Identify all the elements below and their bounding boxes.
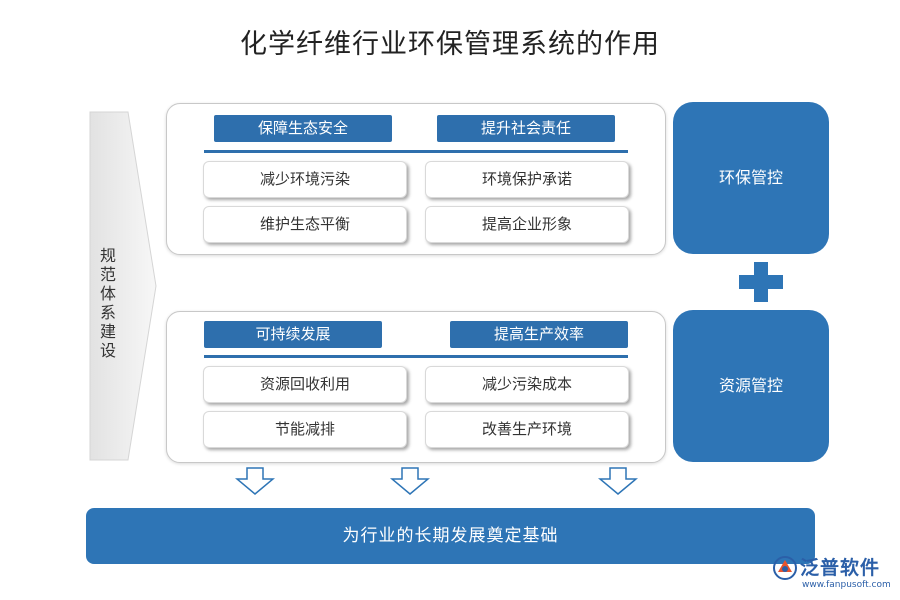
logo-mark-icon — [773, 556, 797, 580]
item-production-environment: 改善生产环境 — [425, 411, 629, 448]
item-corporate-image: 提高企业形象 — [425, 206, 629, 243]
foundation-bar: 为行业的长期发展奠定基础 — [86, 508, 815, 564]
item-energy-saving: 节能减排 — [203, 411, 407, 448]
logo-name: 泛普软件 — [800, 557, 881, 579]
down-arrow-icon — [598, 467, 638, 495]
item-resource-recycling: 资源回收利用 — [203, 366, 407, 403]
plus-icon — [739, 262, 783, 302]
bottom-panel: 可持续发展 提高生产效率 资源回收利用 减少污染成本 节能减排 改善生产环境 — [166, 311, 666, 463]
down-arrow-icon — [235, 467, 275, 495]
item-environment-commitment: 环境保护承诺 — [425, 161, 629, 198]
header-sustainable-development: 可持续发展 — [204, 321, 382, 348]
diagram-title: 化学纤维行业环保管理系统的作用 — [240, 29, 660, 60]
brand-logo: 泛普软件 www.fanpusoft.com — [772, 553, 898, 598]
header-rule — [204, 150, 628, 153]
header-social-responsibility: 提升社会责任 — [437, 115, 615, 142]
item-ecological-balance: 维护生态平衡 — [203, 206, 407, 243]
header-rule — [204, 355, 628, 358]
header-production-efficiency: 提高生产效率 — [450, 321, 628, 348]
left-label: 规范体系建设 — [99, 246, 116, 360]
logo-url: www.fanpusoft.com — [802, 580, 891, 590]
header-ecological-safety: 保障生态安全 — [214, 115, 392, 142]
side-box-resource-control: 资源管控 — [673, 310, 829, 462]
top-panel: 保障生态安全 提升社会责任 减少环境污染 环境保护承诺 维护生态平衡 提高企业形… — [166, 103, 666, 255]
down-arrow-icon — [390, 467, 430, 495]
item-pollution-cost: 减少污染成本 — [425, 366, 629, 403]
left-chevron-arrow — [89, 111, 157, 461]
side-box-environmental-control: 环保管控 — [673, 102, 829, 254]
item-reduce-pollution: 减少环境污染 — [203, 161, 407, 198]
